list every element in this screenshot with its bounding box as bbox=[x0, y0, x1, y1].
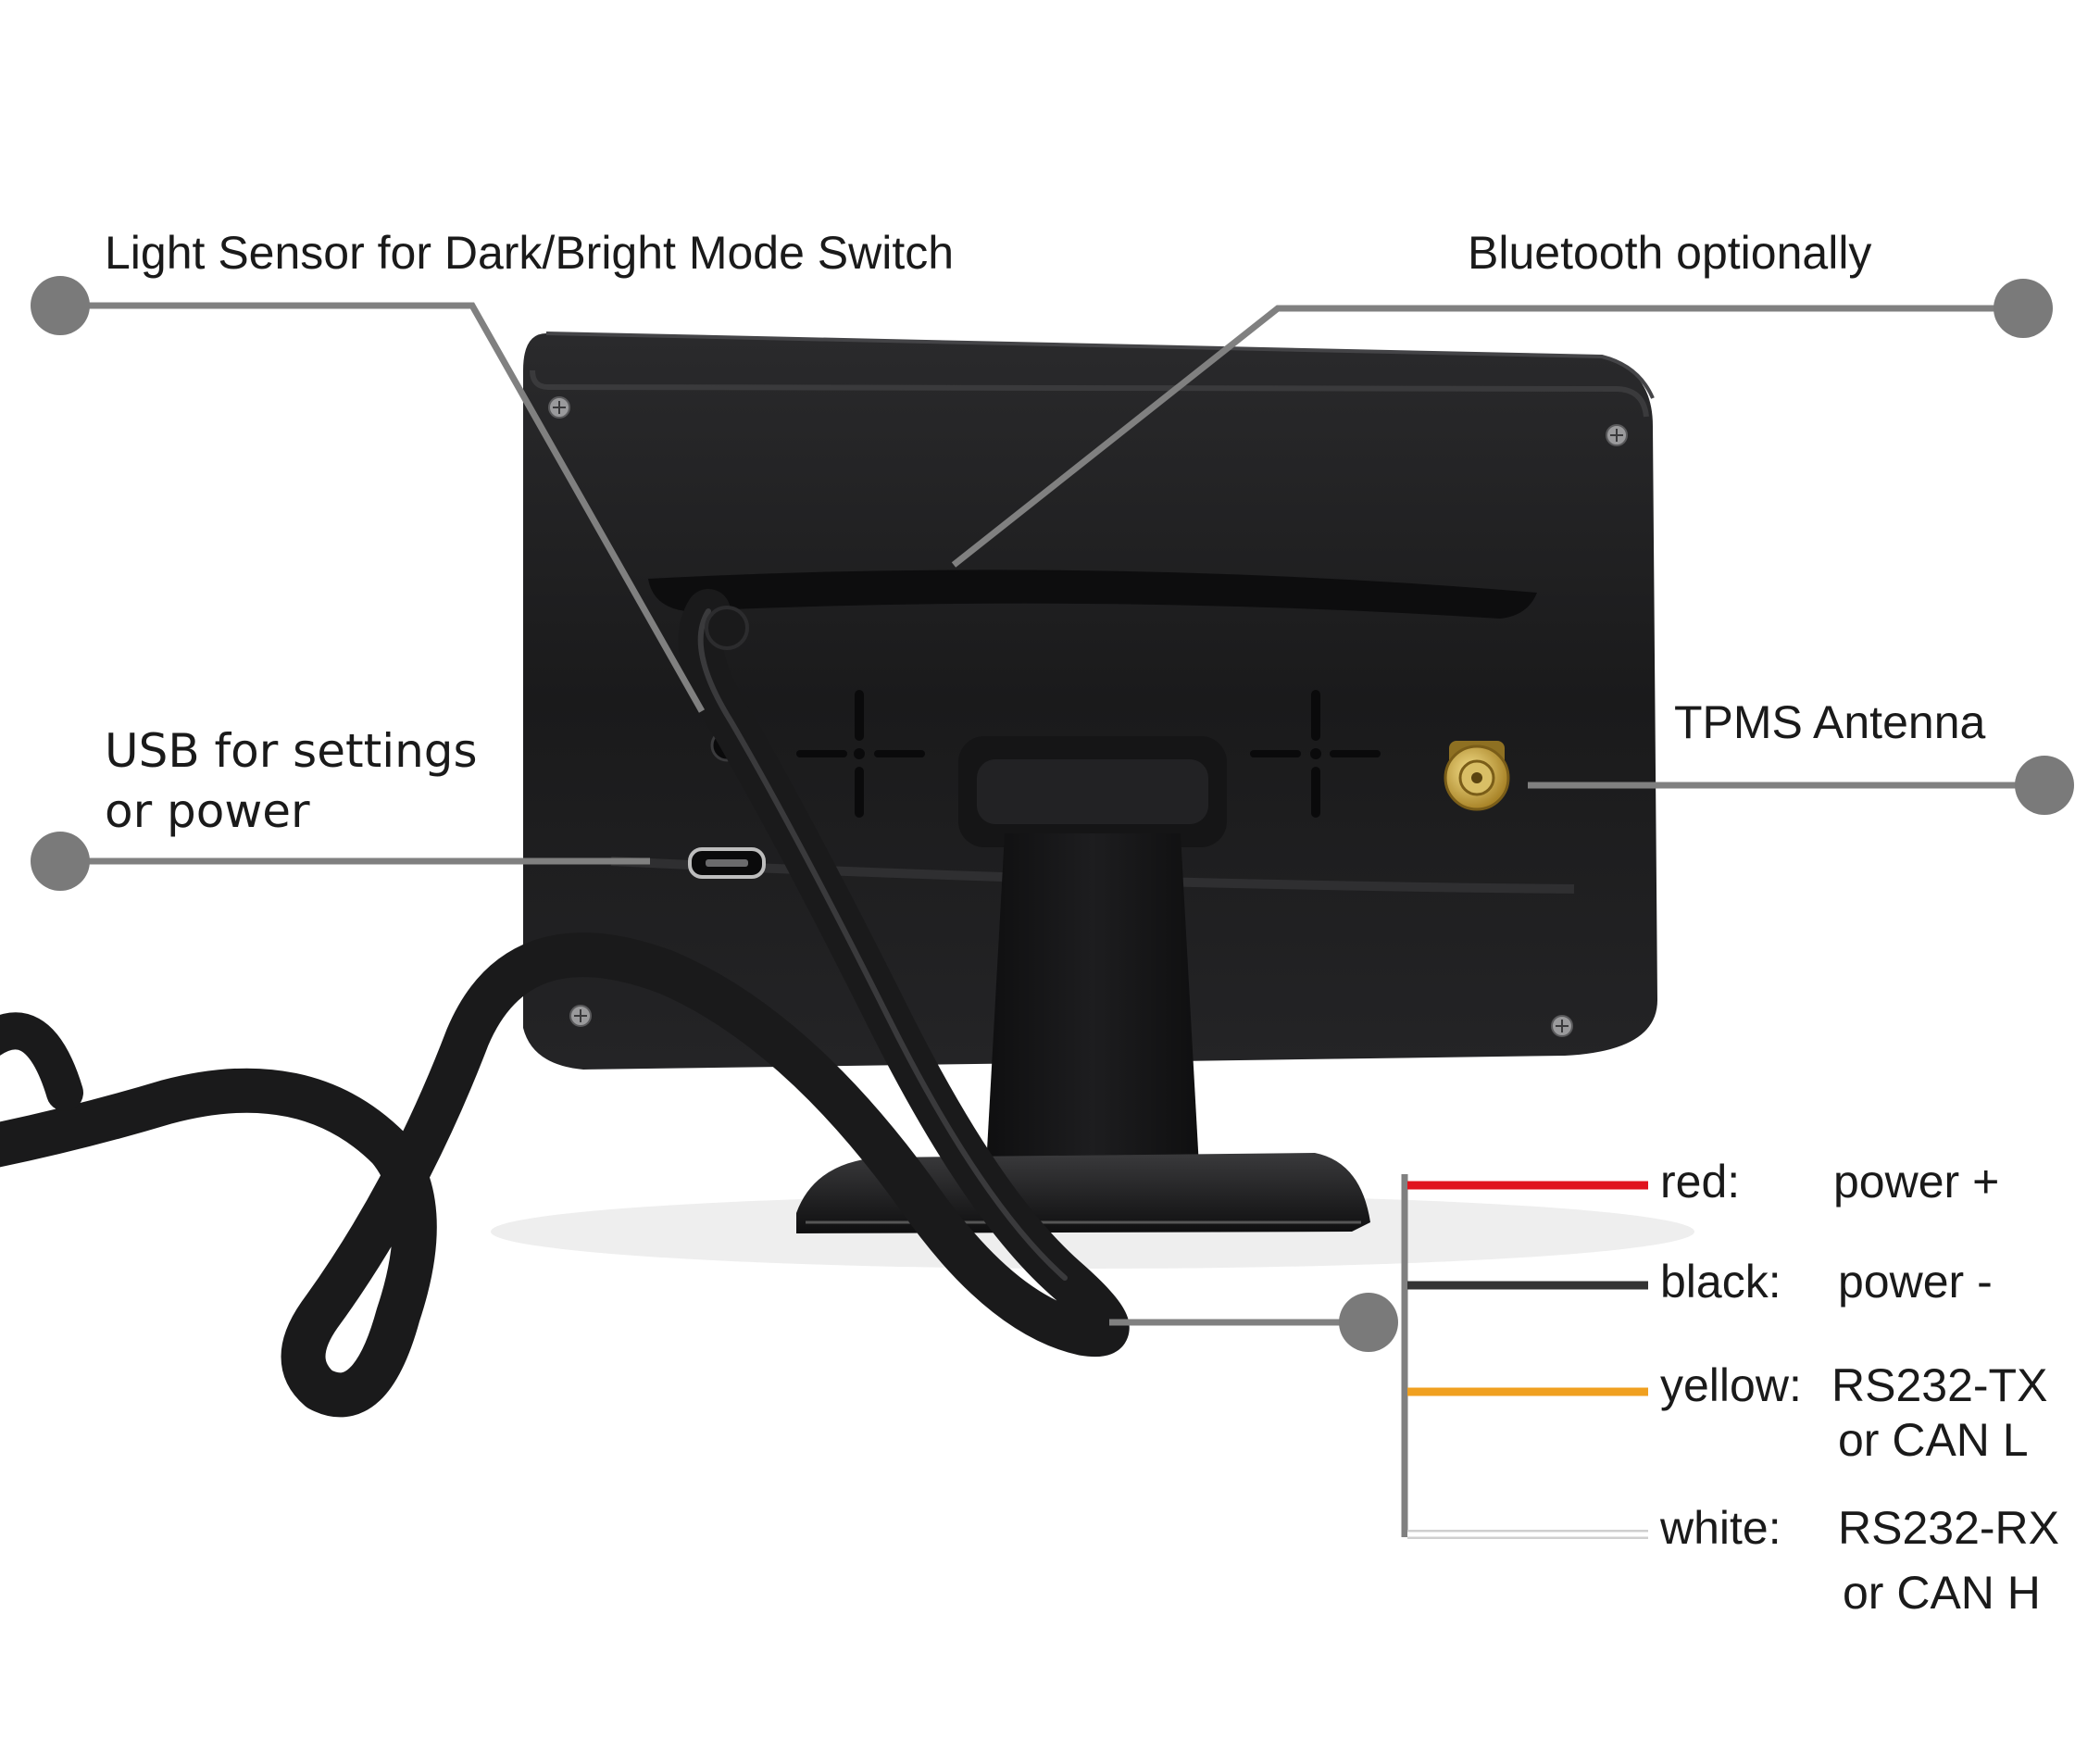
wire-black-color: black: bbox=[1660, 1256, 1781, 1308]
wire-white-function-alt: or CAN H bbox=[1843, 1567, 2041, 1619]
usb-port-icon bbox=[688, 847, 766, 879]
callout-dots bbox=[31, 276, 2074, 1352]
leader-lines bbox=[60, 302, 2044, 1326]
antenna-connector-icon bbox=[1444, 741, 1510, 811]
wire-red-color: red: bbox=[1660, 1156, 1741, 1208]
wire-yellow-function: RS232-TX bbox=[1831, 1359, 2048, 1411]
bluetooth-label: Bluetooth optionally bbox=[1468, 227, 1872, 279]
wire-white-function: RS232-RX bbox=[1838, 1502, 2059, 1554]
wire-red-function: power + bbox=[1833, 1156, 2000, 1208]
speaker-vents bbox=[796, 690, 1381, 818]
wire-black-function: power - bbox=[1838, 1256, 1993, 1308]
wire-bracket bbox=[1401, 1174, 1648, 1539]
usb-label-line2: or power bbox=[105, 784, 310, 838]
wire-white-color: white: bbox=[1660, 1502, 1781, 1554]
wire-yellow-function-alt: or CAN L bbox=[1838, 1414, 2029, 1466]
groove bbox=[648, 569, 1537, 619]
tpms-antenna-label: TPMS Antenna bbox=[1674, 696, 1986, 748]
wire-yellow-color: yellow: bbox=[1660, 1359, 1802, 1411]
cable bbox=[0, 589, 1130, 1418]
light-sensor-label: Light Sensor for Dark/Bright Mode Switch bbox=[105, 227, 955, 279]
usb-label-line1: USB for settings bbox=[105, 724, 478, 778]
